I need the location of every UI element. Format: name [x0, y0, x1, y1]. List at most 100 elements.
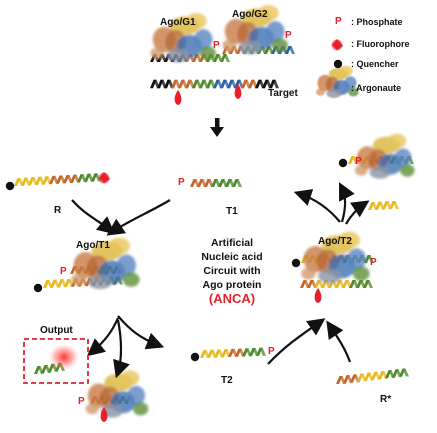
center-line-2: Nucleic acid [201, 251, 263, 263]
arrow-ago-t2-to-released [339, 182, 355, 223]
ago-g2-label: Ago/G2 [232, 9, 268, 20]
label-r-star: R* [380, 394, 392, 405]
phosphate-mark-g1: P [213, 40, 220, 51]
ago-blob [266, 21, 285, 42]
ago-blob [258, 4, 279, 22]
cleavage-g1 [174, 90, 182, 105]
strand-output [34, 362, 65, 374]
strand-stripe [367, 255, 374, 263]
ago-t2-protein [301, 231, 370, 284]
arrow-ago-t2-to-t1 [293, 189, 341, 223]
ago-t1-protein [71, 237, 140, 290]
phosphate-mark-t2: P [268, 346, 275, 357]
ago-blob [122, 272, 140, 287]
ago-blob [238, 40, 262, 55]
strand-r [14, 173, 101, 186]
ago-blob [222, 39, 237, 51]
label-output: Output [40, 325, 73, 336]
arrow-ago-t1-to-t2 [117, 315, 165, 350]
ago-g2-protein [222, 4, 288, 55]
legend-fluorophore-label: : Fluorophore [351, 39, 410, 49]
down-arrow-shaft [215, 118, 220, 128]
ago-blob [108, 237, 130, 255]
strand-target [150, 79, 279, 89]
strand-t2 [200, 347, 266, 358]
strand-stripe [259, 347, 266, 356]
ago-blob [338, 231, 360, 249]
arrow-r-to-ago-t1-in [71, 199, 116, 235]
phosphate-mark-output-ago: P [78, 396, 85, 407]
ago-blob [394, 148, 412, 168]
label-r: R [54, 205, 62, 216]
center-title: Artificial Nucleic acid Circuit with Ago… [184, 236, 280, 306]
arrow-ago-t1-to-output [86, 317, 120, 357]
output-t2-quencher [190, 352, 200, 362]
released-ago-protein [354, 133, 415, 179]
arrow-layer [71, 118, 370, 379]
strand-ago-t2-rstar [300, 280, 373, 288]
phosphate-mark-g2: P [285, 30, 292, 41]
center-line-3: Circuit with [203, 265, 261, 277]
cleavage-output [100, 407, 108, 422]
center-acronym: (ANCA) [208, 291, 256, 306]
center-line-4: Ago protein [202, 279, 262, 291]
strand-stripe [402, 368, 409, 377]
phosphate-mark-ago-t2: P [370, 257, 377, 268]
strand-t1 [190, 179, 242, 187]
legend-argonaute-label: : Argonaute [351, 83, 402, 93]
ago-blob [344, 76, 357, 90]
legend-argonaute-icon [316, 65, 359, 98]
arrow-ago-t2-to-fragment [345, 200, 370, 225]
cleavage-ago-t2 [314, 288, 322, 303]
ago-blob [150, 47, 165, 59]
ago-blob [387, 133, 407, 149]
ago-blob [316, 88, 325, 96]
legend-phosphate-label: : Phosphate [351, 17, 403, 27]
legend-phosphate-symbol: P [335, 16, 342, 27]
ago-blob [301, 267, 316, 280]
arrow-ago-t1-to-ago [113, 319, 130, 379]
argonaute-layer [71, 4, 415, 418]
cleavage-g2 [234, 84, 242, 99]
label-t1: T1 [226, 206, 238, 217]
released-quencher [338, 158, 348, 168]
ago-blob [339, 65, 353, 77]
output-glow [49, 344, 79, 370]
target-label: Target [268, 88, 298, 99]
ago-blob [326, 89, 342, 98]
ago-blob [318, 268, 342, 284]
legend-quencher-label: : Quencher [351, 59, 399, 69]
ago-blob [199, 46, 216, 61]
ago-blob [127, 385, 145, 406]
strand-fragment [368, 200, 399, 210]
r-fluorophore [99, 172, 110, 183]
ago-blob [116, 254, 136, 276]
ago-blob [166, 48, 190, 63]
down-arrow-head [210, 127, 224, 137]
ago-blob [399, 164, 415, 177]
ago-blob [71, 273, 86, 286]
strand-stripe [366, 280, 373, 288]
ago-blob [369, 166, 391, 179]
arrow-rstar-to-ago-t2 [326, 320, 352, 363]
legend-quencher-icon [333, 59, 343, 69]
ago-blob [186, 12, 207, 30]
ago-g1-label: Ago/G1 [160, 17, 196, 28]
strand-stripe [288, 46, 295, 54]
arrow-t1-to-ago-t1-in [106, 199, 171, 236]
ago-blob [348, 87, 359, 97]
output-box [23, 338, 89, 384]
marker-layer [5, 39, 348, 422]
strand-r-star [336, 368, 409, 384]
phosphate-mark-t1: P [178, 177, 185, 188]
r-quencher [5, 181, 15, 191]
center-line-1: Artificial [210, 237, 253, 249]
strand-stripe [223, 54, 230, 62]
strand-stripe [235, 179, 242, 187]
strand-stripe [272, 79, 279, 89]
ago-blob [346, 248, 366, 270]
ago-blob [85, 403, 99, 415]
ago-t1-quencher [33, 283, 43, 293]
